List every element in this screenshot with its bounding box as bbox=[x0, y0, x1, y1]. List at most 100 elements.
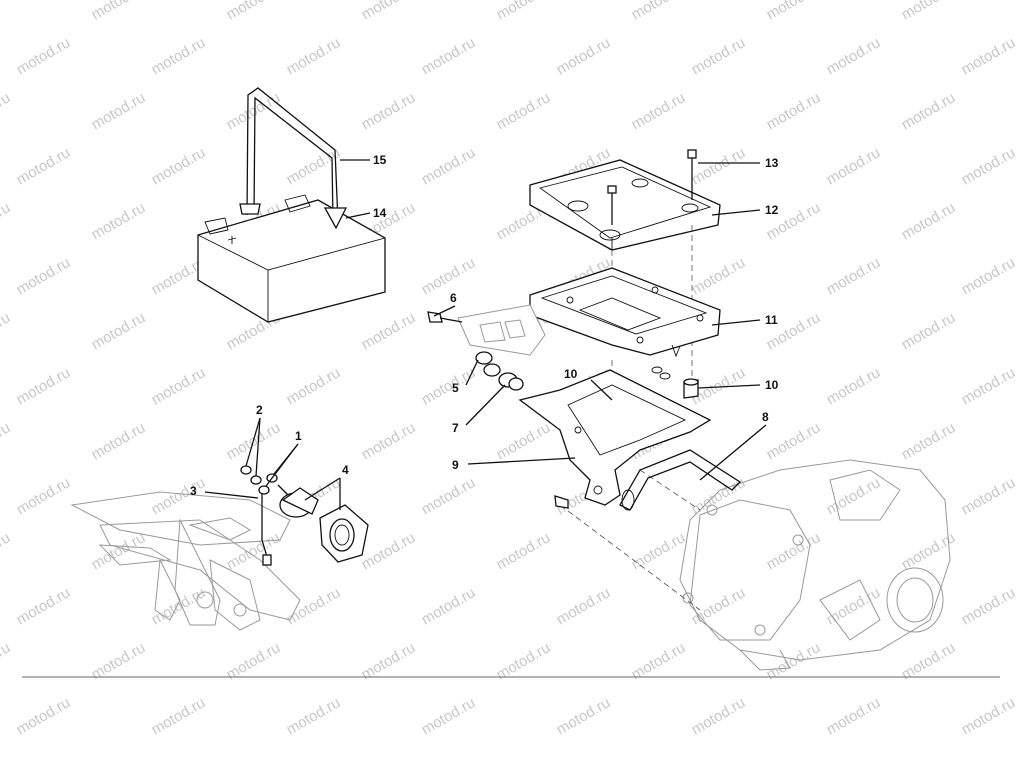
gearbox-ghost-right bbox=[679, 459, 951, 671]
frame-ghost-left bbox=[70, 491, 301, 631]
watermark-text: motod.ru bbox=[959, 34, 1019, 78]
watermark-text: motod.ru bbox=[419, 694, 479, 738]
watermark-text: motod.ru bbox=[824, 474, 884, 518]
callout-labels: 15 14 13 12 11 10 10 9 8 7 6 5 4 3 2 1 bbox=[190, 153, 779, 498]
watermark-text: motod.ru bbox=[419, 144, 479, 188]
watermark-text: motod.ru bbox=[359, 89, 419, 133]
callout-11: 11 bbox=[765, 313, 778, 327]
watermark-text: motod.ru bbox=[824, 34, 884, 78]
watermark-text: motod.ru bbox=[689, 144, 749, 188]
watermark-text: motod.ru bbox=[89, 0, 149, 23]
watermark-text: motod.ru bbox=[0, 419, 13, 463]
watermark-text: motod.ru bbox=[959, 474, 1019, 518]
clip-spring-part bbox=[619, 449, 742, 511]
callout-9: 9 bbox=[452, 458, 459, 472]
watermark-text: motod.ru bbox=[14, 694, 74, 738]
watermark-text: motod.ru bbox=[959, 144, 1019, 188]
support-tray-part bbox=[529, 267, 721, 358]
watermark-text: motod.ru bbox=[899, 199, 959, 243]
watermark-text: motod.ru bbox=[554, 694, 614, 738]
watermark-text: motod.ru bbox=[0, 309, 13, 353]
fuse-leads-part bbox=[240, 465, 289, 566]
mounting-bracket-part bbox=[518, 369, 712, 509]
watermark-text: motod.ru bbox=[224, 89, 284, 133]
watermark-text: motod.ru bbox=[14, 584, 74, 628]
watermark-text: motod.ru bbox=[89, 89, 149, 133]
watermark-text: motod.ru bbox=[149, 144, 209, 188]
watermark-text: motod.ru bbox=[89, 529, 149, 573]
upper-cover-part bbox=[529, 159, 721, 251]
watermark-text: motod.ru bbox=[494, 419, 554, 463]
battery-part bbox=[197, 194, 386, 323]
watermark-text: motod.ru bbox=[899, 309, 959, 353]
watermark-text: motod.ru bbox=[224, 529, 284, 573]
watermark-text: motod.ru bbox=[764, 419, 824, 463]
watermark-text: motod.ru bbox=[0, 639, 13, 683]
watermark-text: motod.ru bbox=[689, 694, 749, 738]
watermark-text: motod.ru bbox=[284, 144, 344, 188]
watermark-text: motod.ru bbox=[0, 529, 13, 573]
watermark-text: motod.ru bbox=[764, 529, 824, 573]
watermark-text: motod.ru bbox=[764, 89, 824, 133]
watermark-text: motod.ru bbox=[284, 34, 344, 78]
callout-4: 4 bbox=[342, 463, 349, 477]
leader-lines bbox=[204, 159, 767, 510]
watermark-text: motod.ru bbox=[824, 254, 884, 298]
watermark-text: motod.ru bbox=[284, 694, 344, 738]
watermark-text: motod.ru bbox=[0, 199, 13, 243]
callout-2: 2 bbox=[256, 403, 263, 417]
watermark-text: motod.ru bbox=[0, 89, 13, 133]
watermark-text: motod.ru bbox=[554, 584, 614, 628]
watermark-text: motod.ru bbox=[959, 694, 1019, 738]
callout-10-right: 10 bbox=[765, 378, 779, 392]
connector-block-part bbox=[427, 304, 546, 356]
watermark-text: motod.ru bbox=[14, 254, 74, 298]
watermark-text: motod.ru bbox=[14, 474, 74, 518]
watermark-text: motod.ru bbox=[149, 34, 209, 78]
watermark-text: motod.ru bbox=[824, 144, 884, 188]
watermark-text: motod.ru bbox=[824, 584, 884, 628]
callout-12: 12 bbox=[765, 203, 779, 217]
watermark-text: motod.ru bbox=[629, 89, 689, 133]
callout-5: 5 bbox=[452, 381, 459, 395]
watermark-text: motod.ru bbox=[284, 364, 344, 408]
watermark-text: motod.ru bbox=[419, 34, 479, 78]
watermark-text: motod.ru bbox=[89, 309, 149, 353]
watermark-text: motod.ru bbox=[824, 694, 884, 738]
watermark-text: motod.ru bbox=[359, 419, 419, 463]
watermark-text: motod.ru bbox=[554, 34, 614, 78]
watermark-text: motod.ru bbox=[89, 419, 149, 463]
watermark-text: motod.ru bbox=[959, 364, 1019, 408]
watermark-text: motod.ru bbox=[419, 474, 479, 518]
watermark-text: motod.ru bbox=[899, 0, 959, 23]
watermark-text: motod.ru bbox=[689, 584, 749, 628]
watermark-text: motod.ru bbox=[689, 254, 749, 298]
callout-15: 15 bbox=[373, 153, 387, 167]
watermark-text: motod.ru bbox=[494, 529, 554, 573]
watermark-text: motod.ru bbox=[419, 584, 479, 628]
watermark-text: motod.ru bbox=[899, 419, 959, 463]
watermark-text: motod.ru bbox=[419, 364, 479, 408]
watermark-text: motod.ru bbox=[149, 694, 209, 738]
watermark-text: motod.ru bbox=[284, 584, 344, 628]
watermark-text: motod.ru bbox=[959, 254, 1019, 298]
callout-1: 1 bbox=[295, 429, 302, 443]
callout-13: 13 bbox=[765, 156, 779, 170]
callout-7: 7 bbox=[452, 421, 459, 435]
watermark-text: motod.ru bbox=[629, 0, 689, 23]
watermark-text: motod.ru bbox=[494, 89, 554, 133]
watermark-text: motod.ru bbox=[899, 89, 959, 133]
callout-14: 14 bbox=[373, 206, 387, 220]
callout-10-left: 10 bbox=[564, 367, 578, 381]
callout-3: 3 bbox=[190, 484, 197, 498]
watermark-text: motod.ru bbox=[359, 529, 419, 573]
watermark-text: motod.ru bbox=[89, 199, 149, 243]
watermark-text: motod.ru bbox=[0, 0, 13, 23]
watermark-text: motod.ru bbox=[224, 0, 284, 23]
callout-6: 6 bbox=[450, 291, 457, 305]
watermark-text: motod.ru bbox=[149, 474, 209, 518]
watermark-text: motod.ru bbox=[419, 254, 479, 298]
battery-strap-part bbox=[239, 87, 348, 230]
watermark-text: motod.ru bbox=[359, 309, 419, 353]
